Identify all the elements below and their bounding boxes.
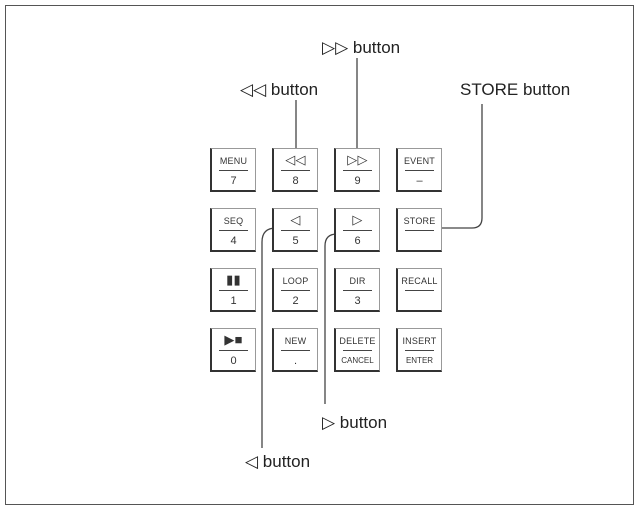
key-bottom-label: 8 (292, 175, 299, 187)
store-leader-line (437, 104, 483, 229)
key-bottom-label: 9 (354, 175, 361, 187)
back-5-key[interactable]: ◁ 5 (272, 208, 318, 252)
recall-key[interactable]: RECALL (396, 268, 442, 312)
ff-button-callout: ▷▷ button (322, 38, 401, 57)
diagram-frame (5, 5, 634, 505)
key-bottom-label: . (293, 355, 298, 367)
pause-1-key[interactable]: ▮▮ 1 (210, 268, 256, 312)
key-bottom-label (398, 294, 441, 308)
key-divider (281, 350, 310, 351)
key-bottom-label: 1 (230, 295, 237, 307)
key-divider (281, 230, 310, 231)
rewind-icon: ◁◁ (285, 152, 306, 167)
key-top-label: INSERT (402, 336, 437, 346)
store-button-callout: STORE button (460, 80, 571, 99)
forward-6-key[interactable]: ▷ 6 (334, 208, 380, 252)
key-divider (343, 350, 372, 351)
seq-4-key[interactable]: SEQ 4 (210, 208, 256, 252)
key-top-label: RECALL (401, 276, 438, 286)
forward-arrow-icon: ▷ (352, 212, 363, 227)
delete-cancel-key[interactable]: DELETE CANCEL (334, 328, 380, 372)
key-top-label: LOOP (282, 276, 309, 286)
key-divider (281, 290, 310, 291)
key-divider (219, 290, 248, 291)
key-bottom-label: 4 (230, 235, 237, 247)
loop-2-key[interactable]: LOOP 2 (272, 268, 318, 312)
key-top-label: NEW (284, 336, 307, 346)
key-bottom-label: 7 (230, 175, 237, 187)
key-bottom-label: 3 (354, 295, 361, 307)
pause-icon: ▮▮ (226, 272, 241, 287)
key-bottom-label (398, 234, 441, 248)
key-divider (281, 170, 310, 171)
menu-7-key[interactable]: MENU 7 (210, 148, 256, 192)
dir-3-key[interactable]: DIR 3 (334, 268, 380, 312)
rewind-8-key[interactable]: ◁◁ 8 (272, 148, 318, 192)
key-divider (405, 350, 434, 351)
back-arrow-icon: ◁ (290, 212, 301, 227)
key-divider (405, 170, 434, 171)
key-top-label: EVENT (403, 156, 435, 166)
key-divider (343, 290, 372, 291)
key-bottom-label: CANCEL (341, 356, 374, 365)
fast-forward-9-key[interactable]: ▷▷ 9 (334, 148, 380, 192)
key-top-label: MENU (219, 156, 248, 166)
fast-forward-icon: ▷▷ (347, 152, 368, 167)
key-divider (343, 230, 372, 231)
key-divider (405, 230, 434, 231)
fwd-button-callout: ▷ button (322, 413, 388, 432)
key-divider (219, 170, 248, 171)
insert-enter-key[interactable]: INSERT ENTER (396, 328, 442, 372)
key-bottom-label: 6 (354, 235, 361, 247)
key-bottom-label: ENTER (405, 356, 434, 365)
key-bottom-label: 2 (292, 295, 299, 307)
key-top-label: DIR (349, 276, 366, 286)
fwd-leader-line (324, 233, 351, 404)
key-divider (343, 170, 372, 171)
key-bottom-label: – (416, 175, 423, 187)
play-stop-0-key[interactable]: ▶■ 0 (210, 328, 256, 372)
key-bottom-label: 5 (292, 235, 299, 247)
key-divider (219, 350, 248, 351)
key-divider (219, 230, 248, 231)
key-divider (405, 290, 434, 291)
back-button-callout: ◁ button (245, 452, 311, 471)
event-minus-key[interactable]: EVENT – (396, 148, 442, 192)
key-top-label: SEQ (223, 216, 244, 226)
key-top-label: STORE (403, 216, 436, 226)
play-stop-icon: ▶■ (224, 332, 243, 347)
store-key[interactable]: STORE (396, 208, 442, 252)
key-bottom-label: 0 (230, 355, 237, 367)
rew-button-callout: ◁◁ button (240, 80, 319, 99)
new-dot-key[interactable]: NEW . (272, 328, 318, 372)
key-top-label: DELETE (339, 336, 376, 346)
